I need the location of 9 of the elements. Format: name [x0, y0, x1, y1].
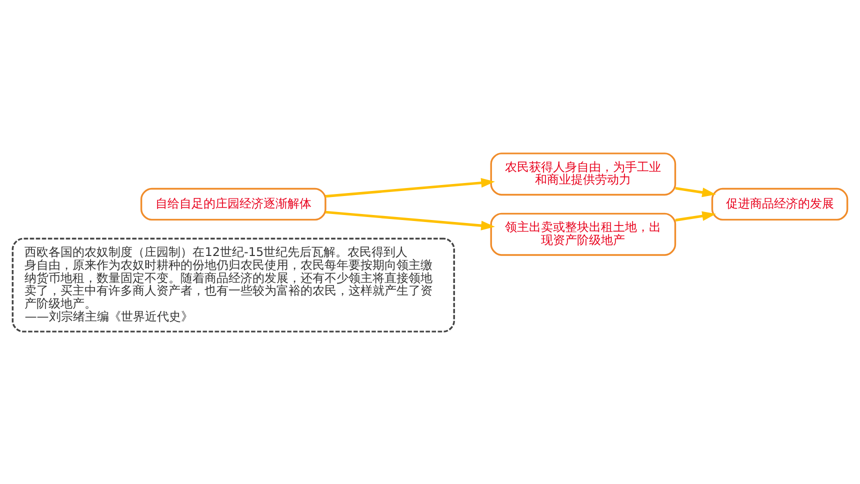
node-box: 西欧各国的农奴制度（庄园制）在12世纪-15世纪先后瓦解。农民得到人身自由，原来作为农奴时耕种的份地仍归农民使用，农民每年要按期向领主缴纳货币地租，数量固定不变。随着商品经济的发展，还有不少领主将直接领地卖了，买主中有许多商人资产者，也有一些较为富裕的农民，这样就产生了资产阶级地产。 ——刘宗绪主编《世界近代史》	[12, 237, 455, 332]
node-box: 自给自足的庄园经济逐渐解体	[140, 187, 326, 220]
arrow	[675, 186, 716, 197]
arrow	[325, 210, 495, 230]
arrow	[325, 178, 495, 198]
node-box: 促进商品经济的发展	[711, 187, 848, 220]
node-box: 农民获得人身自由，为手工业和商业提供劳动力	[490, 152, 676, 196]
arrow	[675, 210, 716, 221]
node-box: 领主出卖或整块出租土地，出现资产阶级地产	[490, 212, 676, 256]
